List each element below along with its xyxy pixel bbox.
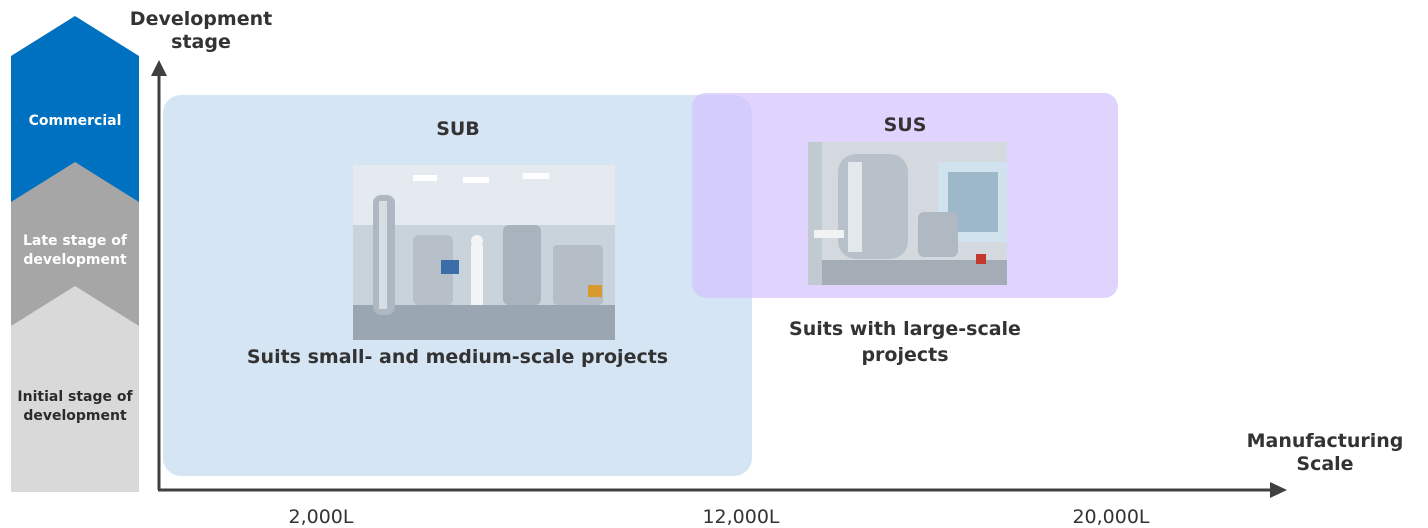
sus-description-line2: projects	[861, 344, 949, 366]
stage-arrows-graphic	[11, 16, 139, 492]
sub-description: Suits small- and medium-scale projects	[246, 346, 669, 368]
y-axis-title: Development stage	[129, 8, 273, 53]
sus-title: SUS	[883, 114, 927, 136]
sub-title: SUB	[436, 118, 480, 140]
x-axis-title: Manufacturing Scale	[1246, 430, 1404, 475]
sus-description-line1: Suits with large-scale	[789, 318, 1021, 340]
x-tick-12000: 12,000L	[702, 506, 780, 528]
commercial-stage-arrow	[11, 16, 139, 202]
y-axis-arrowhead	[151, 60, 167, 76]
x-axis-arrowhead	[1270, 482, 1287, 498]
sub-facility-photo	[353, 165, 615, 340]
stage-label-initial: Initial stage of development	[17, 389, 133, 424]
initial-stage-arrow	[11, 284, 139, 492]
x-tick-2000: 2,000L	[288, 506, 354, 528]
stage-label-late: Late stage of development	[22, 233, 127, 268]
x-tick-20000: 20,000L	[1072, 506, 1150, 528]
late-stage-arrow	[11, 161, 139, 326]
stage-label-commercial: Commercial	[28, 113, 122, 129]
development-stage-arrows: Commercial Late stage of development Ini…	[11, 16, 139, 492]
sus-tank-photo	[808, 142, 1007, 285]
